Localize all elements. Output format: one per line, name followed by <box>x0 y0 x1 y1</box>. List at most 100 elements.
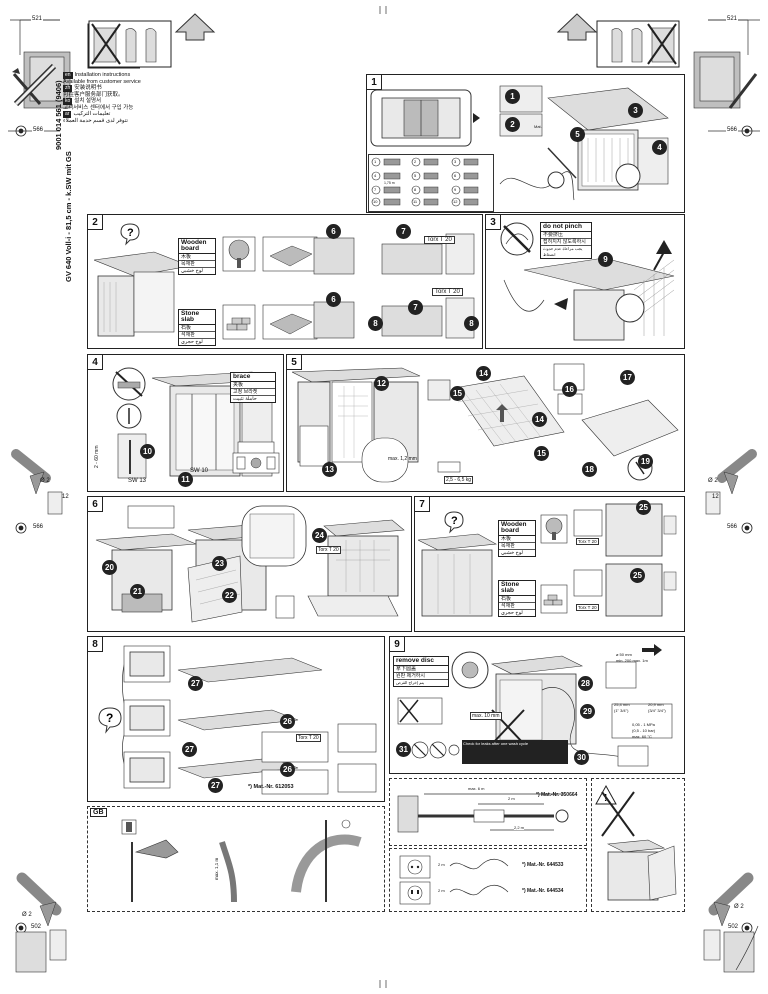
bricks-icon <box>222 304 256 340</box>
template-cutout-left <box>88 20 172 68</box>
cable-length-2: 2 m <box>438 888 445 893</box>
tree-icon <box>222 236 256 272</box>
power-socket-icons <box>399 855 431 905</box>
panel-7-mount <box>573 503 677 617</box>
question-icon: ? <box>120 223 140 246</box>
panel-5-cabinets <box>292 367 421 483</box>
up-arrow-icon <box>174 13 216 41</box>
panel-2-bracket-bottom <box>262 304 318 340</box>
svg-text:?: ? <box>127 227 134 239</box>
panel-number: 3 <box>485 214 501 230</box>
step-17: 17 <box>620 370 635 385</box>
step-24: 24 <box>312 528 327 543</box>
panel-9-illustration <box>397 644 673 767</box>
gb-max-height: max. 1,1 m <box>214 857 219 880</box>
step-26: 26 <box>280 714 295 729</box>
sw13-label: SW 13 <box>128 478 147 484</box>
cable-mat-number-2: *) Mat.-Nr. 644534 <box>522 888 564 894</box>
step-27: 27 <box>182 742 197 757</box>
parts-num-8: 8 <box>414 187 417 192</box>
panel-number: 4 <box>87 354 103 370</box>
parts-num-7: 7 <box>374 187 377 192</box>
parts-num-12: 12 <box>453 199 458 204</box>
cable-mat-number-1: *) Mat.-Nr. 644533 <box>522 862 564 868</box>
fitting-spec-2: (1" 3/4") <box>614 708 629 713</box>
dim-bottom-left: 502 <box>30 924 43 930</box>
pressure-bar-spec: (0,5 - 10 bar) <box>632 728 656 733</box>
step-4: 4 <box>652 140 667 155</box>
panel-number: 9 <box>389 636 405 652</box>
step-14: 14 <box>476 366 491 381</box>
mat-label: Mat. <box>534 124 542 129</box>
panel-number: 2 <box>87 214 103 230</box>
bricks-icon <box>540 584 568 614</box>
step-7: 7 <box>396 224 411 239</box>
dim-right-lower: 566 <box>726 524 739 530</box>
template-cutout-right <box>596 20 680 68</box>
step-19: 19 <box>638 454 653 469</box>
parts-num-1: 1 <box>374 159 377 164</box>
pressure-spec: 0,05 - 1 MPa <box>632 722 655 727</box>
step-12: 12 <box>374 376 389 391</box>
step-7: 7 <box>408 300 423 315</box>
step-1: 1 <box>505 89 520 104</box>
extension-mat-number: *) Mat.-Nr. 350664 <box>536 792 578 798</box>
panel-5-right <box>553 363 679 481</box>
step-9: 9 <box>598 252 613 267</box>
extension-hose-illustration <box>397 793 569 833</box>
step-8: 8 <box>464 316 479 331</box>
step-27: 27 <box>188 676 203 691</box>
pencil-illustration-left <box>13 63 57 107</box>
step-26: 26 <box>280 762 295 777</box>
stone-slab-callout: Stone slab 石板 석재판 لوح حجري <box>178 309 216 346</box>
power-cable-illustrations <box>449 858 509 896</box>
drill-illustration-right <box>705 449 757 515</box>
panel-number: 6 <box>87 496 103 512</box>
leak-note: Check for leaks after one wash cycle <box>462 740 568 764</box>
wooden-board-callout: Wooden board 木板 목재판 لوح خشبي <box>178 238 216 275</box>
panel-number: 5 <box>286 354 302 370</box>
parts-num-3: 3 <box>454 159 457 164</box>
warning-illustration: ! <box>595 784 677 901</box>
stone-slab-callout: Stone slab 石板 석재판 لوح حجري <box>498 580 536 617</box>
warning-icons-row <box>411 741 460 759</box>
height-range: 2 - 60 mm <box>94 445 100 468</box>
step-8: 8 <box>368 316 383 331</box>
adjust-icons <box>232 452 280 474</box>
drill-illustration-bottom-right <box>703 872 759 973</box>
max-height-label: max. 10 mm <box>470 712 502 720</box>
dim-top-right: 521 <box>726 16 739 22</box>
step-18: 18 <box>582 462 597 477</box>
torx-label: Torx T 20 <box>576 538 599 545</box>
step-30: 30 <box>574 750 589 765</box>
fitting-spec-3: 20,9 mm <box>648 702 664 707</box>
drill-dia-bottom-left: Ø 2 <box>22 912 32 918</box>
parts-icons <box>371 157 479 207</box>
step-16: 16 <box>562 382 577 397</box>
gb-label: GB <box>90 808 107 817</box>
step-22: 22 <box>222 588 237 603</box>
step-11: 11 <box>178 472 193 487</box>
step-15: 15 <box>534 446 549 461</box>
panel-2-kitchen <box>94 251 192 337</box>
wooden-board-callout: Wooden board 木板 목재판 لوح خشبي <box>498 520 536 557</box>
panel-number: 7 <box>414 496 430 512</box>
panel-1-hose <box>499 171 575 201</box>
step-28: 28 <box>578 676 593 691</box>
step-21: 21 <box>130 584 145 599</box>
panel-number: 8 <box>87 636 103 652</box>
step-6: 6 <box>326 224 341 239</box>
torx-label: Torx T 20 <box>432 288 463 296</box>
hose-range: min. 200 max. 1m <box>616 658 648 663</box>
drill-depth-left: 12 <box>62 494 69 500</box>
step-10: 10 <box>140 444 155 459</box>
drill-illustration-left <box>11 449 63 515</box>
step-15: 15 <box>450 386 465 401</box>
panel-4-level-icons <box>112 367 147 479</box>
question-icon: ? <box>444 511 464 534</box>
parts-num-6: 6 <box>454 173 457 178</box>
drill-dia-left: Ø 2 <box>40 478 50 484</box>
